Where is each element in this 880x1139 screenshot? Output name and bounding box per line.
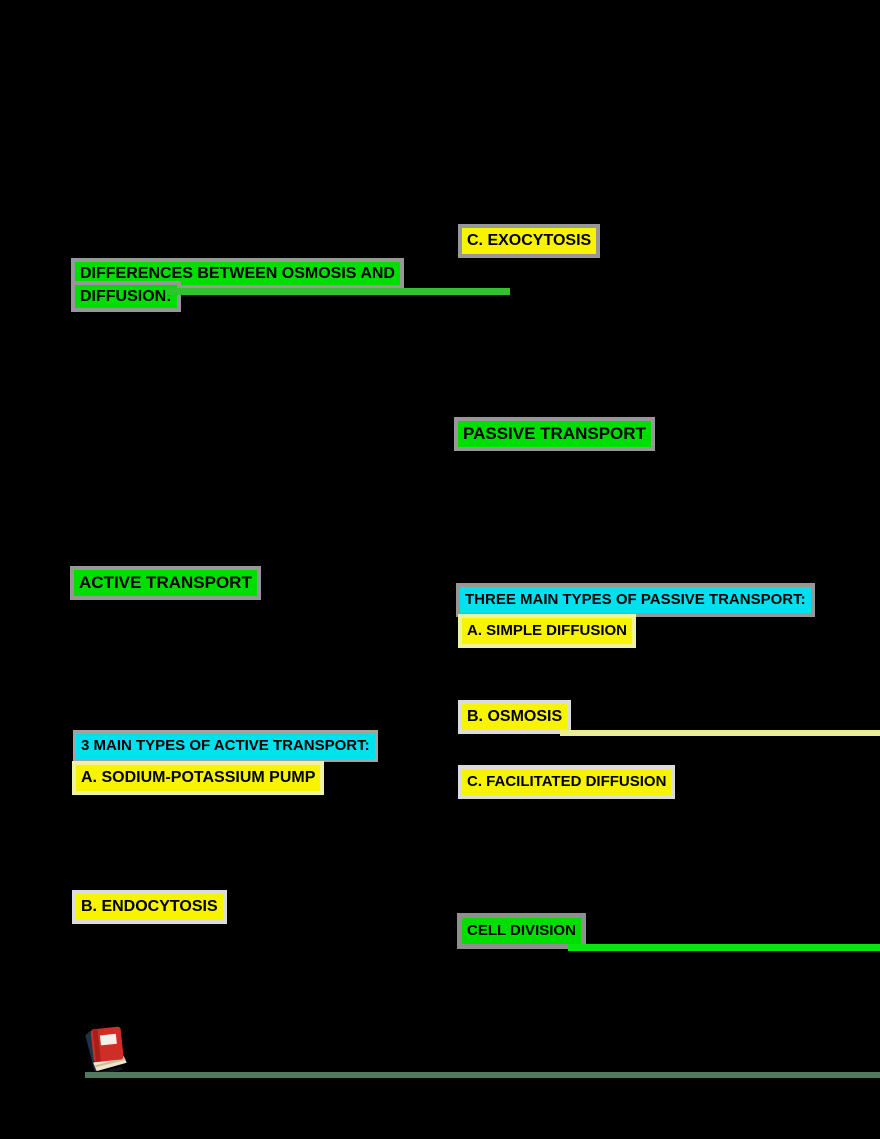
heading-differences-line1: DIFFERENCES BETWEEN OSMOSIS AND (75, 262, 400, 285)
heading-endocytosis: B. ENDOCYTOSIS (76, 894, 223, 920)
red-book-icon (85, 1026, 127, 1076)
osmosis-underline (560, 730, 880, 736)
heading-facilitated-diffusion: C. FACILITATED DIFFUSION (462, 769, 672, 795)
differences-underline (167, 288, 510, 295)
heading-cell-division: CELL DIVISION (462, 918, 581, 944)
footer-rule (85, 1072, 880, 1078)
heading-osmosis: B. OSMOSIS (462, 704, 568, 730)
heading-three-main-active-transport: 3 MAIN TYPES OF ACTIVE TRANSPORT: (76, 733, 375, 759)
heading-active-transport: ACTIVE TRANSPORT (74, 570, 257, 596)
heading-three-main-passive-transport: THREE MAIN TYPES OF PASSIVE TRANSPORT: (460, 587, 811, 613)
heading-sodium-potassium-pump: A. SODIUM-POTASSIUM PUMP (76, 765, 321, 791)
heading-exocytosis: C. EXOCYTOSIS (462, 228, 597, 254)
cell-division-underline (568, 944, 880, 951)
heading-differences-line2: DIFFUSION: (75, 285, 177, 308)
heading-passive-transport: PASSIVE TRANSPORT (458, 421, 651, 447)
heading-simple-diffusion: A. SIMPLE DIFFUSION (462, 618, 633, 644)
